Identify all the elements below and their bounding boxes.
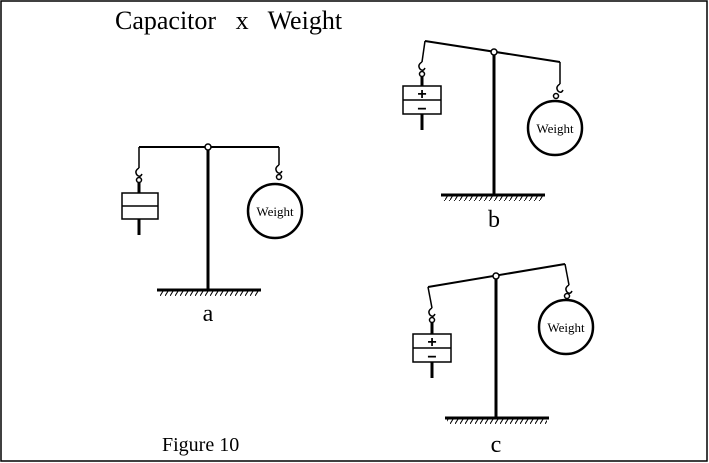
weight: Weight [526, 99, 584, 157]
hook-icon [428, 307, 436, 324]
capacitor-charged: + − [412, 323, 452, 378]
balance-panel-b: + − Weight b [402, 40, 584, 233]
hook-icon [135, 167, 143, 184]
balance-panel-c: + − Weight c [412, 263, 595, 458]
weight-label: Weight [536, 121, 574, 136]
weight-label: Weight [547, 320, 585, 335]
hook-icon [275, 164, 283, 181]
panel-label-a: a [203, 301, 214, 327]
capacitor-charged: + − [402, 77, 442, 130]
diagram-title: Capacitor x Weight [115, 6, 343, 35]
minus-sign: − [427, 349, 436, 366]
balance-base [157, 288, 261, 296]
panel-label-b: b [488, 207, 500, 233]
hook-icon [552, 83, 564, 100]
minus-sign: − [417, 101, 426, 118]
pivot [204, 143, 212, 151]
plus-sign: + [417, 86, 426, 103]
weight: Weight [537, 298, 595, 356]
capacitor [121, 183, 159, 235]
balance-base [441, 193, 545, 201]
balance-base [445, 416, 549, 424]
weight: Weight [246, 182, 304, 240]
figure-caption: Figure 10 [162, 434, 239, 456]
panel-label-c: c [491, 432, 502, 458]
pivot [490, 48, 498, 56]
hook-icon [418, 61, 426, 78]
plus-sign: + [427, 334, 436, 351]
hook-icon [563, 284, 573, 300]
balance-panel-a: Weight a [121, 143, 304, 327]
weight-label: Weight [256, 204, 294, 219]
pivot [492, 272, 500, 280]
